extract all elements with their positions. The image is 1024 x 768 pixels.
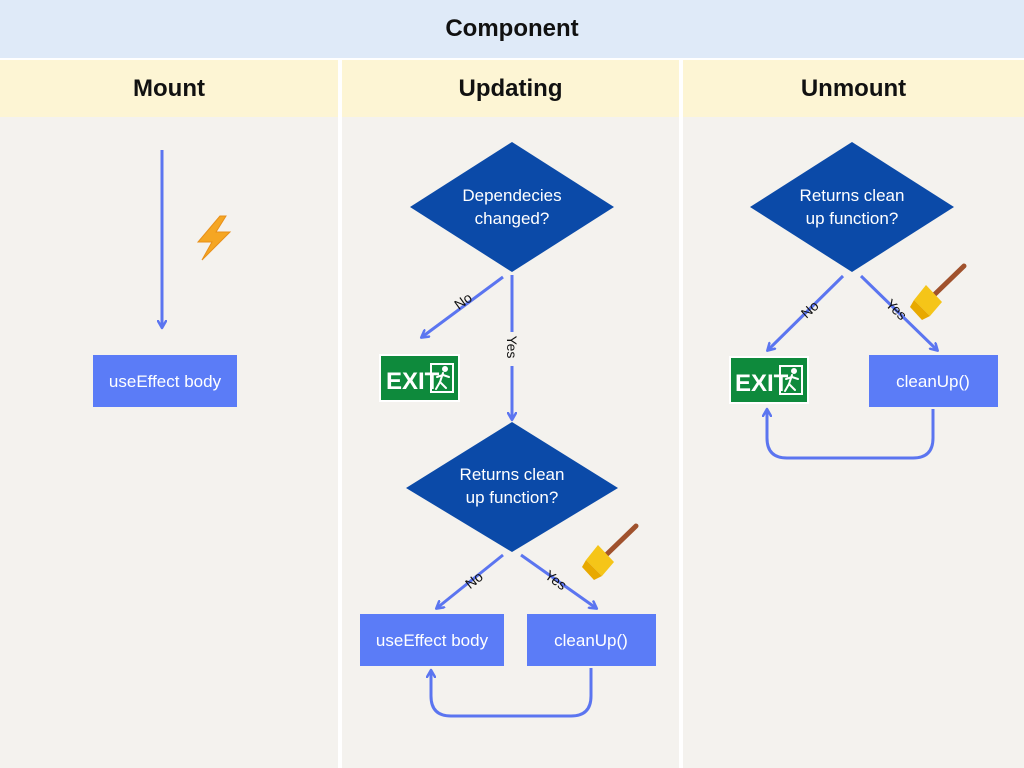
updating-cleanup-box: cleanUp() <box>527 614 656 666</box>
column-header-updating: Updating <box>342 60 679 117</box>
updating-cleanup-label: cleanUp() <box>554 631 628 650</box>
unmount-no-arrow <box>768 274 845 350</box>
column-body-mount <box>0 117 338 768</box>
component-header: Component <box>0 0 1024 58</box>
updating-no-label: No <box>451 289 475 313</box>
updating-effect-box: useEffect body <box>360 614 504 666</box>
column-title-mount: Mount <box>133 74 205 102</box>
running-man-icon <box>435 366 450 390</box>
updating-yes-label: Yes <box>504 336 520 359</box>
column-header-unmount: Unmount <box>683 60 1024 117</box>
unmount-yes-arrow <box>859 274 937 350</box>
unmount-exit-sign: EXIT <box>729 356 809 404</box>
cleanup-decision: Returns clean up function? <box>406 422 618 552</box>
updating2-yes-label: Yes <box>542 567 570 593</box>
unmount-cleanup-box: cleanUp() <box>869 355 998 407</box>
unmount-decision: Returns clean up function? <box>750 142 954 272</box>
updating-no-arrow <box>422 275 504 337</box>
updating-exit-sign: EXIT <box>379 354 460 402</box>
mount-flow: useEffect body <box>93 150 237 407</box>
updating-effect-label: useEffect body <box>376 631 489 650</box>
unmount-decision-line1: Returns clean <box>800 186 905 205</box>
broom-icon <box>910 263 967 320</box>
mount-effect-label: useEffect body <box>109 372 222 391</box>
broom-icon <box>582 523 639 580</box>
running-man-icon <box>784 368 799 392</box>
unmount-flow: Returns clean up function? No Yes EXIT <box>729 142 998 460</box>
cleanup-decision-line1: Returns clean <box>460 465 565 484</box>
unmount-decision-line2: up function? <box>806 209 899 228</box>
unmount-cleanup-label: cleanUp() <box>896 372 970 391</box>
lightning-icon <box>196 215 232 261</box>
column-title-updating: Updating <box>458 74 563 102</box>
updating2-yes-arrow <box>520 553 596 608</box>
dependencies-decision-line2: changed? <box>475 209 550 228</box>
unmount-loop-arrow <box>767 409 935 460</box>
updating2-no-arrow <box>437 553 504 608</box>
updating-loop-arrow <box>431 668 593 718</box>
header-title: Component <box>445 15 579 42</box>
column-header-mount: Mount <box>0 60 338 117</box>
dependencies-decision-line1: Dependecies <box>462 186 561 205</box>
dependencies-decision: Dependecies changed? <box>410 142 614 272</box>
mount-effect-box: useEffect body <box>93 355 237 407</box>
column-title-unmount: Unmount <box>800 74 907 102</box>
cleanup-decision-line2: up function? <box>466 488 559 507</box>
updating-flow: Dependecies changed? No Yes EXIT Returns… <box>360 142 656 718</box>
